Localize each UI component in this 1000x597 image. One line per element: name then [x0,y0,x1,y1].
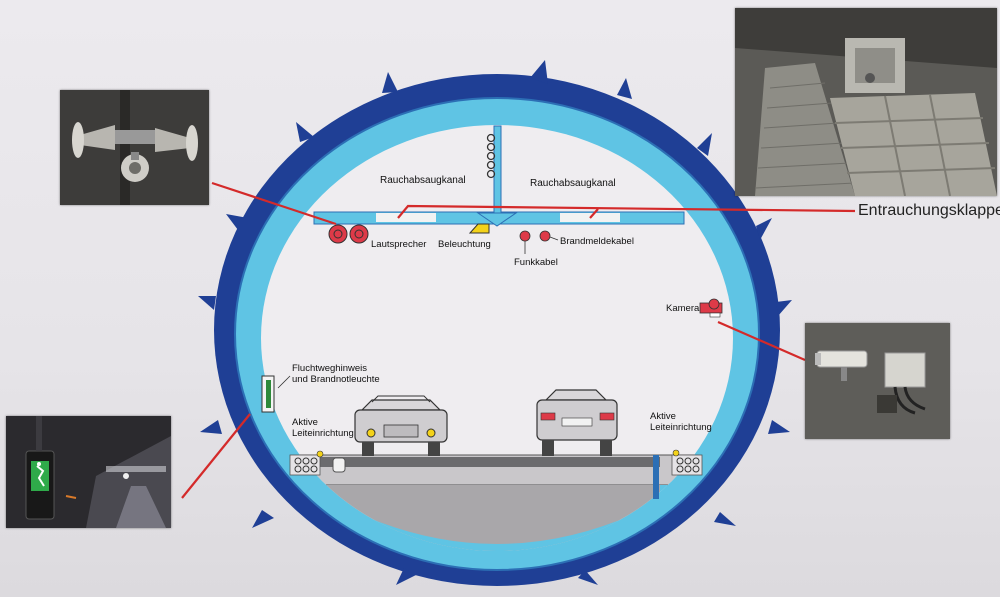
exit-sign-photo [6,416,171,528]
loudspeaker-photo [60,90,209,205]
aktive-left-label-line2: Leiteinrichtung [292,428,354,439]
left-curb [289,450,346,476]
emergency-exit-sign-icon [261,375,275,413]
cable-chain [486,133,496,179]
duct-divider-wall [493,125,502,219]
radio-cable-icon [519,230,531,254]
fluchtweghinweis-label: Fluchtweghinweis [292,363,367,374]
lining-anchors [198,60,792,585]
surveillance-camera-icon [805,323,950,439]
horn-loudspeaker-icon [60,90,209,205]
rauchabsaugkanal-left-label: Rauchabsaugkanal [380,175,466,186]
smoke-damper-photo [735,8,997,196]
aktive-right-label-line1: Aktive [650,411,676,422]
funkkabel-label: Funkkabel [514,257,558,268]
kamera-label: Kamera [666,303,700,314]
entrauchungsklappe-label: Entrauchungsklappe [858,202,1000,219]
tunnel-light-icon [468,223,490,234]
emergency-exit-sign-photo-icon [6,416,171,528]
loudspeaker-icon [328,224,369,244]
fire-detection-cable-icon [539,230,559,242]
aktive-left-label-line1: Aktive [292,417,318,428]
brandmeldekabel-label: Brandmeldekabel [560,236,634,247]
car-rear-icon [536,389,618,456]
rauchabsaugkanal-right-label: Rauchabsaugkanal [530,178,616,189]
aktive-right-label-line2: Leiteinrichtung [650,422,712,433]
damper-grate-icon [735,8,997,196]
camera-icon [699,298,723,318]
right-curb [653,449,703,499]
road-surface [320,457,660,467]
camera-photo [805,323,950,439]
beleuchtung-label: Beleuchtung [438,239,491,250]
pointer-lines [181,181,856,499]
car-front-icon [354,395,448,456]
brandnotleuchte-label: und Brandnotleuchte [292,374,380,385]
tunnel-interior [261,125,733,551]
lautsprecher-label: Lautsprecher [371,239,426,250]
